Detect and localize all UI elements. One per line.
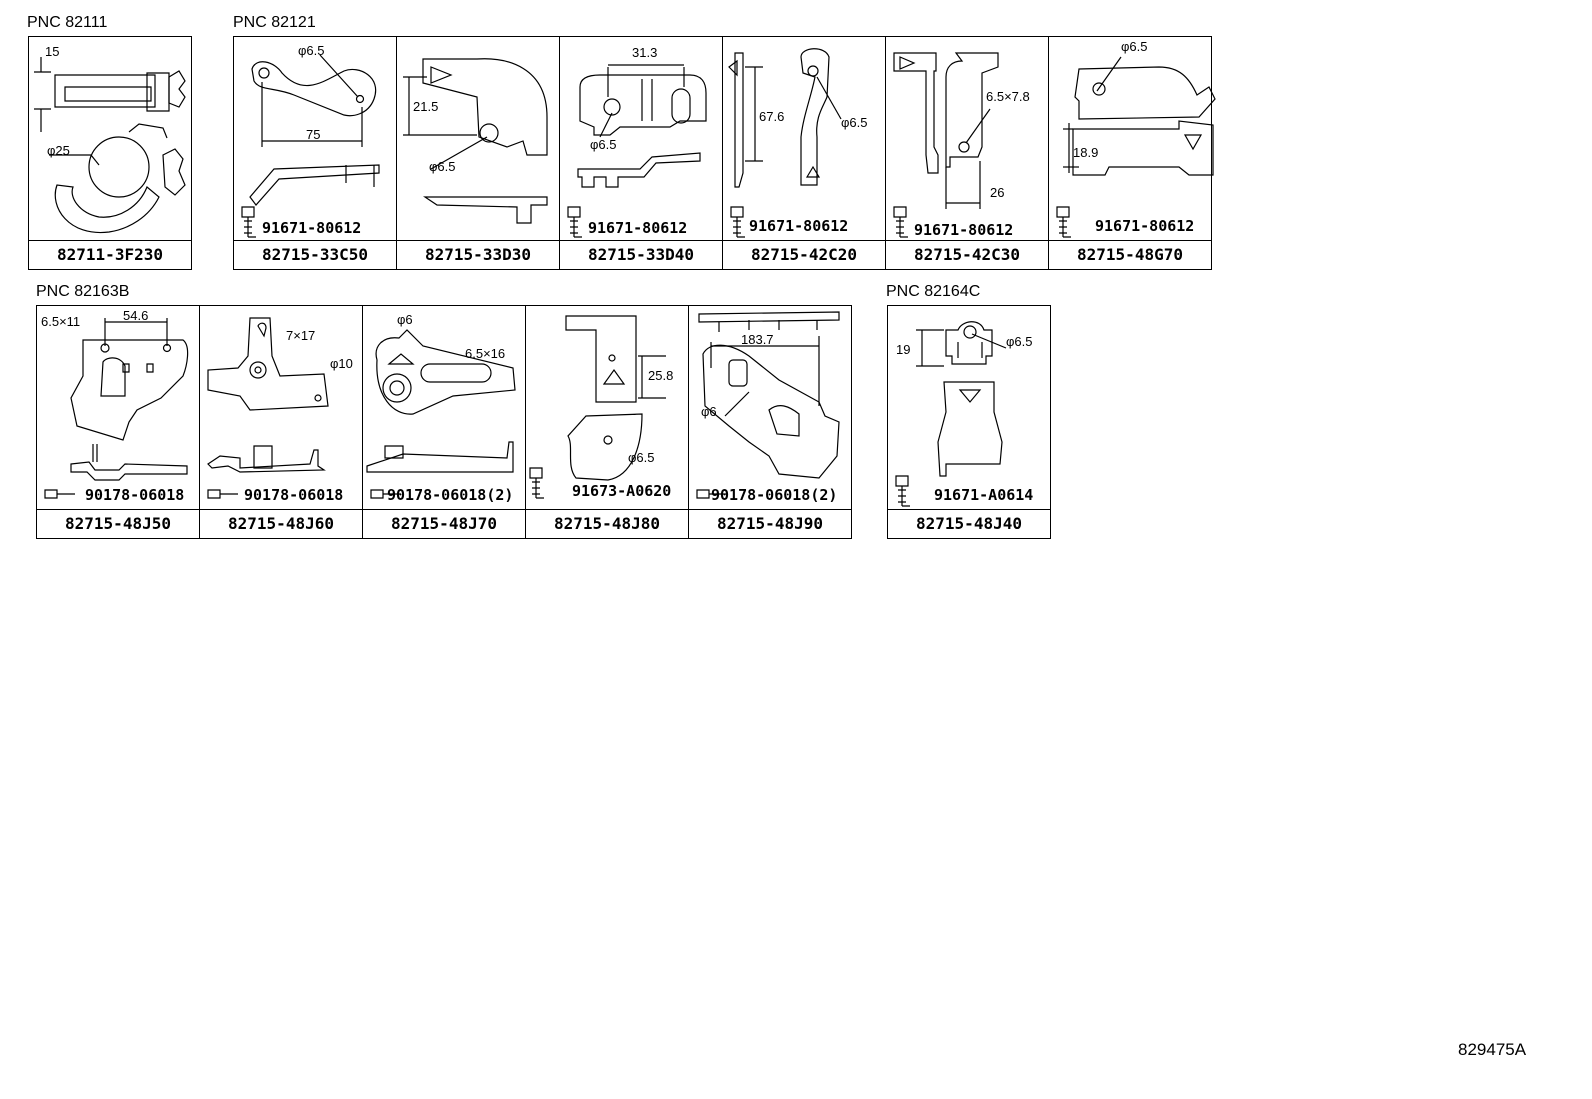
fastener-ref: 91671-80612 — [914, 221, 1014, 239]
dimension-label: 183.7 — [741, 332, 774, 347]
pnc-label-82111: PNC 82111 — [27, 14, 108, 31]
dimension-label: 7×17 — [286, 328, 316, 343]
part-number: 82715-48J40 — [888, 509, 1050, 538]
dimension-label: φ6.5 — [1121, 39, 1148, 54]
dimension-label: φ6 — [701, 404, 717, 419]
part-drawing — [526, 306, 690, 511]
dimension-label: φ6.5 — [628, 450, 655, 465]
group-pnc-82111: 15 φ25 82711-3F230 — [28, 36, 192, 270]
part-number: 82715-48G70 — [1049, 240, 1211, 269]
fastener-ref: 90178-06018(2) — [387, 486, 514, 504]
part-cell[interactable]: 183.7 φ6 90178-06018(2) 82715-48J90 — [688, 305, 852, 539]
part-drawing — [234, 37, 398, 242]
group-pnc-82163b: 6.5×11 54.6 90178-06018 82715-48J50 7×17… — [36, 305, 852, 539]
part-number: 82715-42C20 — [723, 240, 885, 269]
dimension-label: φ6.5 — [841, 115, 868, 130]
part-drawing — [397, 37, 561, 242]
part-cell[interactable]: φ6.5 18.9 91671-80612 82715-48G70 — [1048, 36, 1212, 270]
dimension-label: φ6.5 — [429, 159, 456, 174]
dimension-label: φ25 — [47, 143, 70, 158]
pnc-label-82164c: PNC 82164C — [886, 283, 981, 300]
part-drawing — [1049, 37, 1213, 242]
part-cell[interactable]: 6.5×7.8 26 91671-80612 82715-42C30 — [885, 36, 1049, 270]
part-number: 82715-33D30 — [397, 240, 559, 269]
dimension-label: φ6.5 — [590, 137, 617, 152]
part-number: 82715-48J70 — [363, 509, 525, 538]
dimension-label: 21.5 — [413, 99, 439, 114]
dimension-label: 67.6 — [759, 109, 785, 124]
part-number: 82715-42C30 — [886, 240, 1048, 269]
dimension-label: φ6.5 — [1006, 334, 1033, 349]
dimension-label: 6.5×11 — [41, 314, 81, 329]
part-cell[interactable]: 15 φ25 82711-3F230 — [28, 36, 192, 270]
dimension-label: 54.6 — [123, 308, 149, 323]
dimension-label: φ6 — [397, 312, 413, 327]
part-drawing — [363, 306, 527, 511]
fastener-ref: 90178-06018 — [85, 486, 185, 504]
dimension-label: 26 — [990, 185, 1005, 200]
part-drawing — [886, 37, 1050, 242]
part-drawing — [37, 306, 201, 511]
part-cell[interactable]: φ6 6.5×16 90178-06018(2) 82715-48J70 — [362, 305, 526, 539]
fastener-ref: 91671-A0614 — [934, 486, 1034, 504]
fastener-ref: 90178-06018(2) — [711, 486, 838, 504]
dimension-label: 19 — [896, 342, 911, 357]
dimension-label: φ10 — [330, 356, 353, 371]
part-number: 82715-48J90 — [689, 509, 851, 538]
fastener-ref: 91671-80612 — [1095, 217, 1195, 235]
fastener-ref: 91671-80612 — [588, 219, 688, 237]
part-number: 82715-48J50 — [37, 509, 199, 538]
dimension-label: 6.5×7.8 — [986, 89, 1030, 104]
part-number: 82715-33C50 — [234, 240, 396, 269]
group-pnc-82121: φ6.5 75 91671-80612 82715-33C50 21.5 φ6.… — [233, 36, 1211, 270]
part-drawing — [560, 37, 724, 242]
pnc-label-82163b: PNC 82163B — [36, 283, 130, 300]
figure-code: 829475A — [1458, 1040, 1527, 1059]
part-cell[interactable]: 19 φ6.5 91671-A0614 82715-48J40 — [887, 305, 1051, 539]
part-drawing — [689, 306, 853, 511]
part-number: 82715-48J60 — [200, 509, 362, 538]
dimension-label: 18.9 — [1073, 145, 1099, 160]
part-drawing — [29, 37, 193, 242]
dimension-label: 31.3 — [632, 45, 658, 60]
dimension-label: 75 — [306, 127, 321, 142]
part-number: 82715-33D40 — [560, 240, 722, 269]
dimension-label: 15 — [45, 44, 60, 59]
dimension-label: φ6.5 — [298, 43, 325, 58]
part-number: 82711-3F230 — [29, 240, 191, 269]
dimension-label: 25.8 — [648, 368, 674, 383]
fastener-ref: 91673-A0620 — [572, 482, 672, 500]
part-number: 82715-48J80 — [526, 509, 688, 538]
part-cell[interactable]: 7×17 φ10 90178-06018 82715-48J60 — [199, 305, 363, 539]
part-drawing — [723, 37, 887, 242]
group-pnc-82164c: 19 φ6.5 91671-A0614 82715-48J40 — [887, 305, 1051, 539]
pnc-label-82121: PNC 82121 — [233, 14, 316, 31]
part-cell[interactable]: 31.3 φ6.5 91671-80612 82715-33D40 — [559, 36, 723, 270]
part-drawing — [200, 306, 364, 511]
fastener-ref: 91671-80612 — [749, 217, 849, 235]
part-cell[interactable]: 25.8 φ6.5 91673-A0620 82715-48J80 — [525, 305, 689, 539]
fastener-ref: 91671-80612 — [262, 219, 362, 237]
part-drawing — [888, 306, 1052, 511]
part-cell[interactable]: 6.5×11 54.6 90178-06018 82715-48J50 — [36, 305, 200, 539]
part-cell[interactable]: 67.6 φ6.5 91671-80612 82715-42C20 — [722, 36, 886, 270]
fastener-ref: 90178-06018 — [244, 486, 344, 504]
dimension-label: 6.5×16 — [465, 346, 506, 361]
part-cell[interactable]: φ6.5 75 91671-80612 82715-33C50 — [233, 36, 397, 270]
part-cell[interactable]: 21.5 φ6.5 82715-33D30 — [396, 36, 560, 270]
